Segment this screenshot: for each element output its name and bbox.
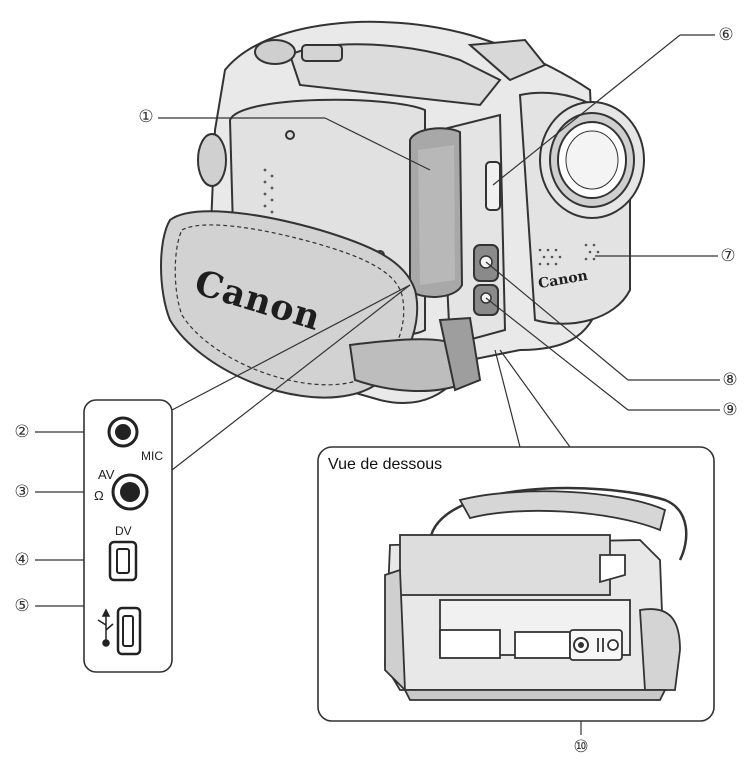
usb-icon xyxy=(97,608,114,647)
callout-7: ⑦ xyxy=(720,246,736,266)
front-button-6 xyxy=(485,161,501,211)
dv-label: DV xyxy=(115,524,132,538)
bottom-view-title: Vue de dessous xyxy=(328,456,443,473)
callout-4: ④ xyxy=(14,550,30,570)
av-jack xyxy=(111,473,149,511)
callout-2: ② xyxy=(14,422,30,442)
jack-panel xyxy=(83,399,173,673)
callout-5: ⑤ xyxy=(14,596,30,616)
callout-8: ⑧ xyxy=(722,370,738,390)
callout-3: ③ xyxy=(14,482,30,502)
mic-jack xyxy=(107,416,139,448)
callout-10: ⑩ xyxy=(573,737,589,757)
callout-1: ① xyxy=(138,107,154,127)
lens-assembly xyxy=(518,91,645,325)
callout-9: ⑨ xyxy=(722,400,738,420)
usb-terminal xyxy=(116,606,142,656)
av-label: AV xyxy=(98,467,115,482)
bottom-view-camcorder xyxy=(384,486,688,701)
headphones-icon: Ω xyxy=(94,488,104,503)
callout-6: ⑥ xyxy=(718,25,734,45)
mic-label: MIC xyxy=(141,449,163,463)
front-microphone-grille xyxy=(538,243,600,266)
dv-terminal xyxy=(108,540,138,582)
